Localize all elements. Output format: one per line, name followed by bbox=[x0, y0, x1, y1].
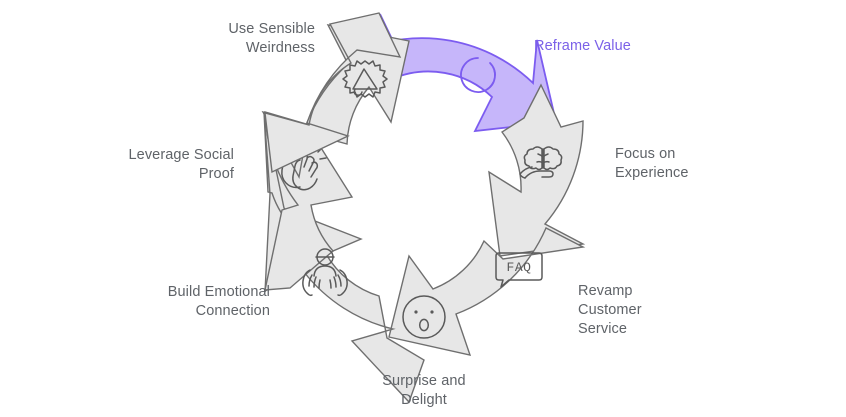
faq-speech-bubble-icon: FAQ bbox=[495, 252, 543, 288]
label-leverage-social-proof[interactable]: Leverage Social Proof bbox=[128, 147, 234, 182]
dashed-circle-icon bbox=[460, 57, 496, 93]
segment-use-sensible-weirdness[interactable] bbox=[264, 12, 402, 174]
brain-on-hand-icon bbox=[519, 146, 563, 179]
label-use-sensible-weirdness[interactable]: Use Sensible Weirdness bbox=[228, 21, 315, 56]
hands-cradling-person-icon bbox=[302, 248, 348, 297]
segment-arrow-shape[interactable] bbox=[488, 83, 586, 257]
label-revamp-customer-service[interactable]: Revamp Customer Service bbox=[578, 283, 642, 337]
segment-arrow-shape[interactable] bbox=[264, 12, 402, 174]
label-focus-on-experience[interactable]: Focus on Experience bbox=[615, 146, 689, 181]
label-build-emotional-connection[interactable]: Build Emotional Connection bbox=[167, 284, 270, 319]
svg-text:FAQ: FAQ bbox=[507, 260, 532, 275]
segment-revamp-customer-service[interactable]: FAQ bbox=[388, 227, 586, 356]
label-surprise-and-delight[interactable]: Surprise and Delight bbox=[382, 373, 466, 408]
surprised-face-icon bbox=[402, 295, 446, 339]
starburst-megaphone-icon bbox=[342, 60, 388, 98]
segment-arrow-shape[interactable] bbox=[388, 227, 586, 356]
label-reframe-value[interactable]: Reframe Value bbox=[534, 38, 631, 54]
segment-focus-on-experience[interactable] bbox=[488, 83, 586, 257]
